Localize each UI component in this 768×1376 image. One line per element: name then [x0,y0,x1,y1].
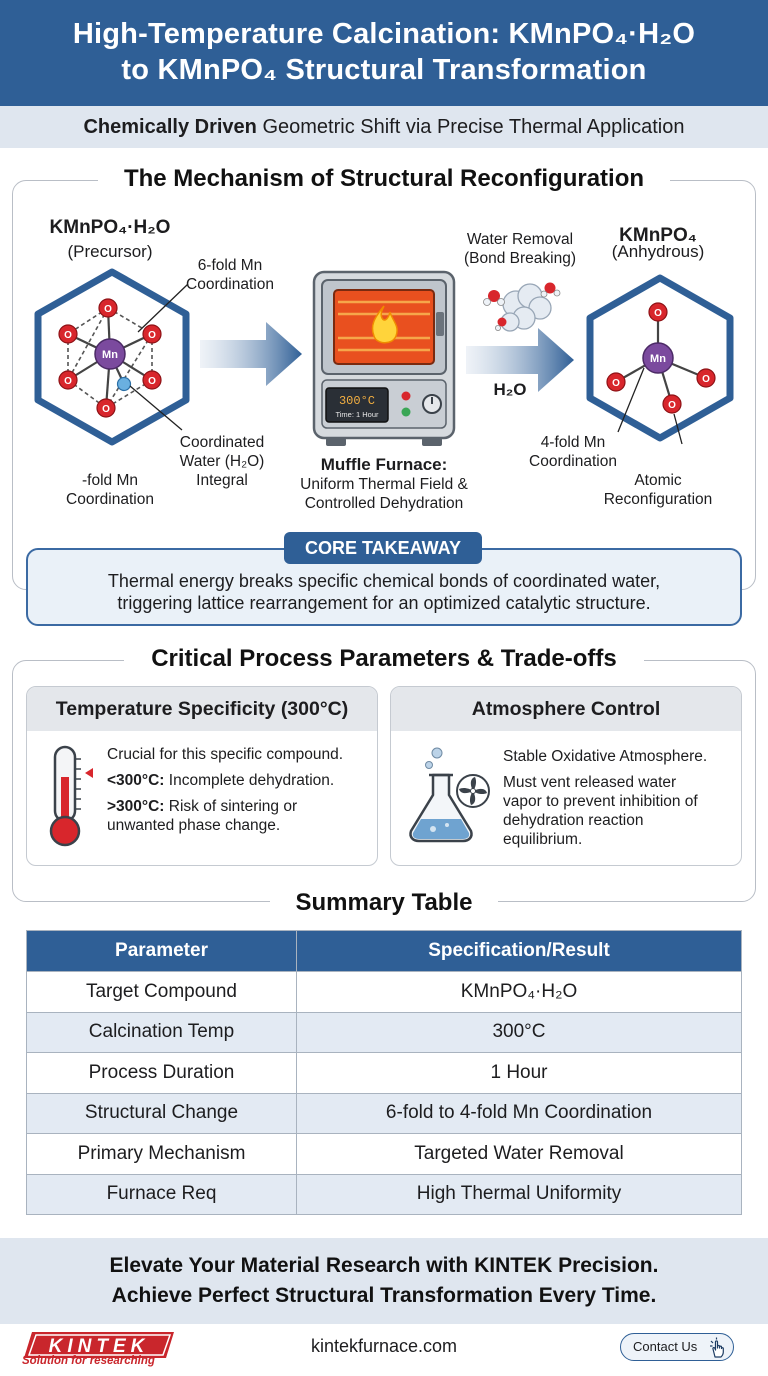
page-title: High-Temperature Calcination: KMnPO₄·H₂O… [0,0,768,88]
title-line-1: High-Temperature Calcination: KMnPO₄·H₂O [72,18,696,50]
furnace-display-time: Time: 1 Hour [335,410,379,419]
manganese-label: Mn [650,353,666,365]
atmosphere-card-heading: Atmosphere Control [391,687,741,731]
table-header-parameter: Parameter [26,930,297,972]
oxygen-label: O [654,308,662,319]
label-coordinated-water: Coordinated Water (H₂O) Integral [179,434,265,489]
steam-molecules-icon [483,282,561,332]
subtitle-bar: Chemically Driven Geometric Shift via Pr… [0,106,768,148]
subtitle-rest: Geometric Shift via Precise Thermal Appl… [256,116,685,138]
flask-fan-icon [409,747,490,843]
cta-line-2: Achieve Perfect Structural Transformatio… [111,1284,657,1307]
product-formula: KMnPO₄ [619,225,697,246]
core-takeaway-badge: CORE TAKEAWAY [284,532,482,564]
parameters-title: Critical Process Parameters & Trade-offs [124,644,644,674]
arrow-right-icon [466,328,574,392]
precursor-formula: KMnPO₄·H₂O [49,217,171,238]
indicator-green [401,407,411,417]
label-atomic-reconfiguration: Atomic Reconfiguration [603,472,713,508]
product-label: (Anhydrous) [611,242,705,261]
table-header-row: Parameter Specification/Result [26,930,742,972]
oxygen-atoms [58,298,162,418]
label-4fold: 4-fold Mn Coordination [529,434,617,470]
label-6fold: 6-fold Mn Coordination [186,257,274,293]
precursor-label: (Precursor) [67,242,153,261]
precursor-octahedron-diagram: O O O O O O Mn [34,268,190,446]
atmosphere-card: Atmosphere Control Stable Oxidative Atmo… [390,686,742,866]
manganese-label: Mn [102,349,118,361]
water-molecule [116,376,132,392]
temperature-card-text: Crucial for this specific compound. <300… [107,746,344,834]
oxygen-label: O [64,376,72,387]
atmosphere-card-text: Stable Oxidative Atmosphere. Must vent r… [503,748,708,848]
mechanism-title: The Mechanism of Structural Reconfigurat… [98,164,670,194]
indicator-red [401,391,411,401]
contact-us-label: Contact Us [633,1339,698,1354]
temperature-card-heading: Temperature Specificity (300°C) [27,687,377,731]
oxygen-label: O [612,378,620,389]
svg-text:KINTEK: KINTEK [49,1336,150,1357]
oxygen-label: O [104,304,112,315]
cta-line-1: Elevate Your Material Research with KINT… [109,1254,659,1277]
pointer-hand-icon [710,1337,724,1358]
product-tetrahedron-diagram: O O O O Mn [586,274,734,445]
flame-icon [371,305,398,344]
manganese-atom [94,338,126,370]
furnace-display-temp: 300°C [339,394,375,408]
cta-banner: Elevate Your Material Research with KINT… [0,1238,768,1324]
oxygen-label: O [148,376,156,387]
oxygen-label: O [702,374,710,385]
summary-table: Parameter Specification/Result Target Co… [26,930,742,1215]
muffle-furnace-icon: 300°C Time: 1 Hour [312,270,456,446]
footer-url-link[interactable]: kintekfurnace.com [310,1336,458,1356]
header-banner: High-Temperature Calcination: KMnPO₄·H₂O… [0,0,768,106]
core-takeaway-text: Thermal energy breaks specific chemical … [107,571,661,613]
label-fold-bottom: -fold Mn Coordination [66,472,154,508]
thermometer-icon [49,745,93,847]
logo-tagline: Solution for researching [22,1355,155,1367]
oxygen-label: O [64,330,72,341]
kintek-logo: KINTEK [24,1332,174,1358]
h2o-label: H₂O [493,380,527,399]
oxygen-label: O [102,404,110,415]
temperature-card: Temperature Specificity (300°C) Crucial … [26,686,378,866]
subtitle-bold: Chemically Driven [83,116,257,138]
table-header-specification: Specification/Result [296,930,742,972]
furnace-caption: Muffle Furnace: Uniform Thermal Field & … [300,455,468,512]
oxygen-label: O [668,400,676,411]
water-removal-label: Water Removal (Bond Breaking) [463,231,576,267]
oxygen-label: O [148,330,156,341]
title-line-2: to KMnPO₄ Structural Transformation [121,54,647,86]
contact-us-button[interactable]: Contact Us [620,1333,734,1361]
manganese-atom [642,342,674,374]
summary-title: Summary Table [270,888,498,918]
arrow-right-icon [200,322,302,386]
